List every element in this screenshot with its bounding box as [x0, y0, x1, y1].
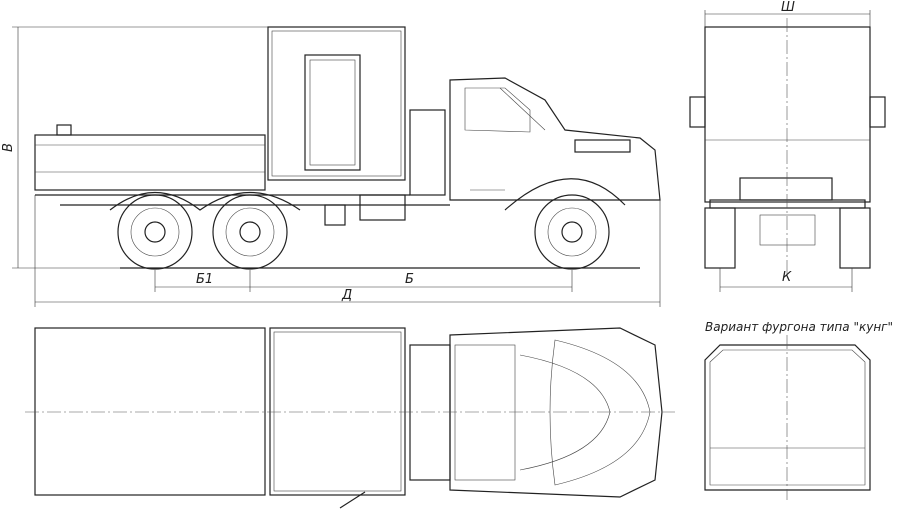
base1-dimension-label: Б1	[196, 272, 214, 287]
kung-variant-caption: Вариант фургона типа "кунг"	[705, 320, 893, 334]
width-dimension-label: Ш	[781, 0, 795, 15]
top-view	[25, 327, 675, 509]
door	[304, 54, 361, 171]
kung-view	[704, 335, 871, 500]
length-dimension-label: Д	[342, 288, 353, 303]
front-view	[689, 10, 886, 292]
base-dimension-label: Б	[405, 272, 414, 287]
height-dimension-label: В	[0, 143, 16, 152]
wheel	[534, 194, 610, 270]
wheel	[117, 194, 193, 270]
track-dimension-label: К	[782, 270, 792, 285]
side-view	[12, 26, 661, 307]
wheel	[212, 194, 288, 270]
